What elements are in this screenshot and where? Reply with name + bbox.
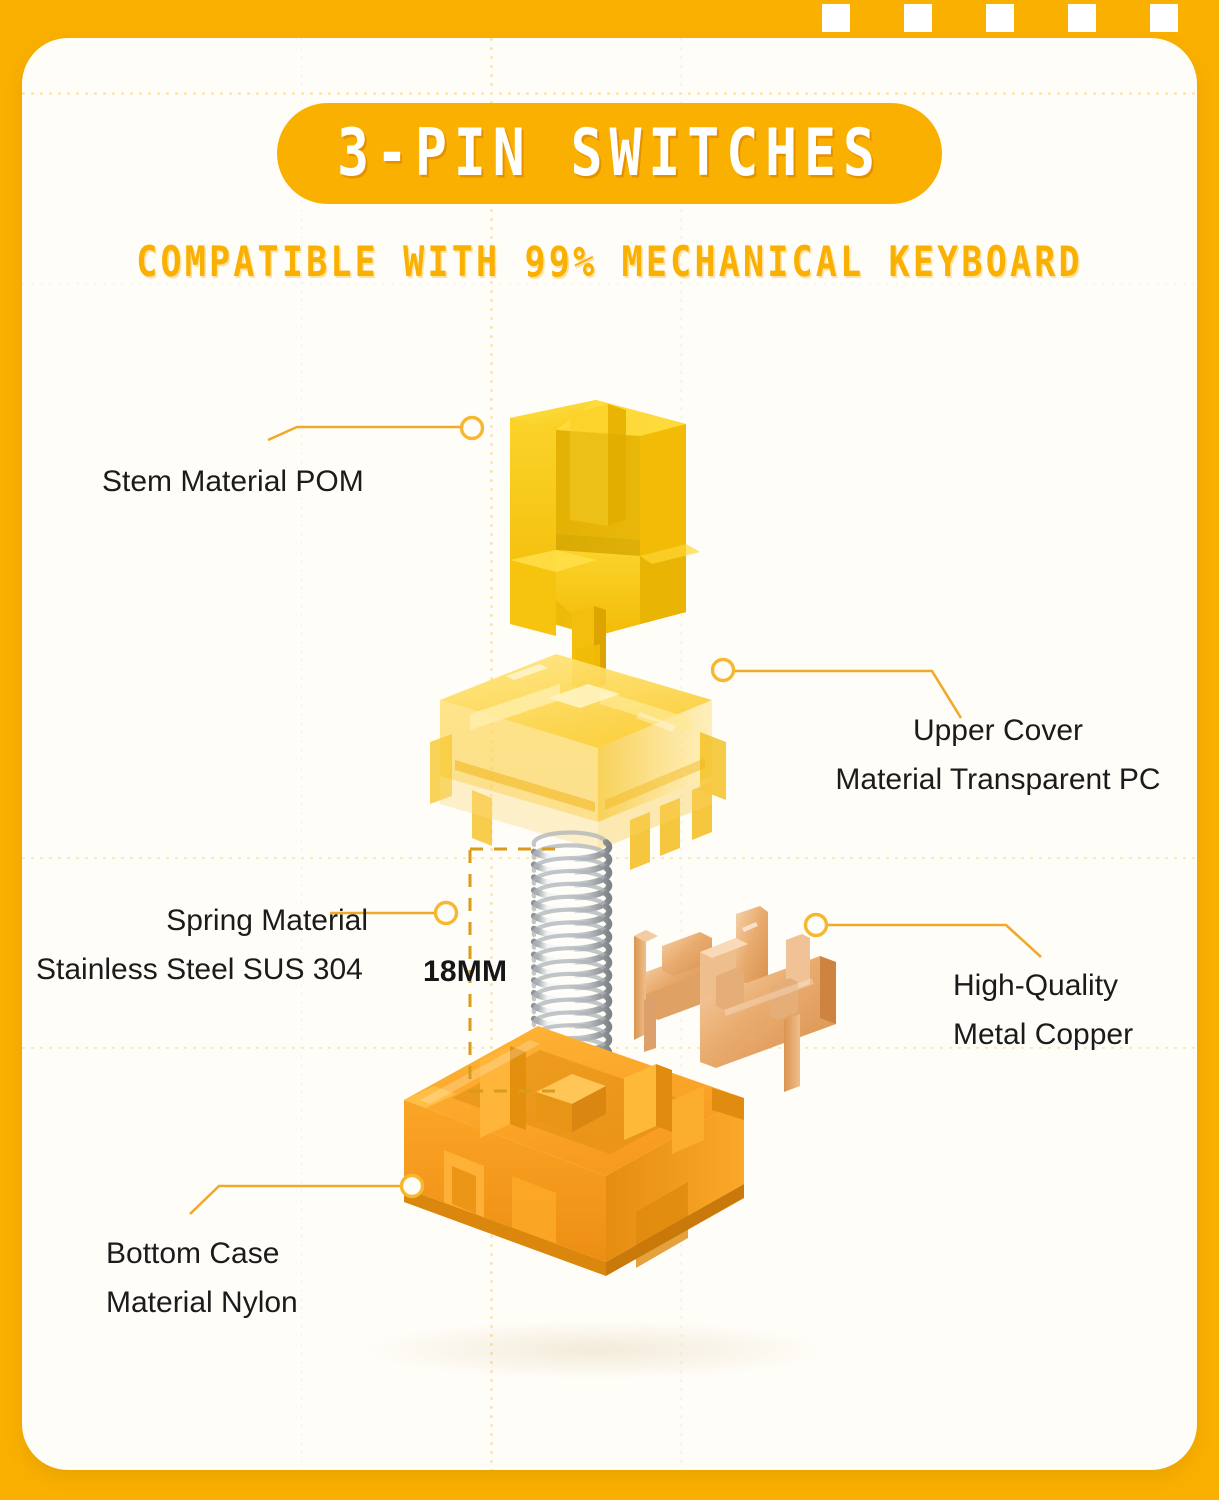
top-mark bbox=[1150, 4, 1178, 32]
callout-bottom-case: Bottom Case Material Nylon bbox=[106, 1230, 298, 1327]
top-mark bbox=[986, 4, 1014, 32]
callout-stem-line-1: Stem Material POM bbox=[102, 465, 364, 498]
callout-upper-cover-line-2: Material Transparent PC bbox=[835, 762, 1161, 796]
callout-bottom-case-line-2: Material Nylon bbox=[106, 1285, 298, 1319]
page-subtitle: COMPATIBLE WITH 99% MECHANICAL KEYBOARD bbox=[136, 239, 1083, 287]
callout-upper-cover-line-1: Upper Cover bbox=[912, 714, 1084, 747]
callout-upper-cover: Upper Cover Material Transparent PC bbox=[803, 707, 1193, 804]
top-mark bbox=[1068, 4, 1096, 32]
assembly-ground-shadow bbox=[360, 1320, 830, 1380]
top-mark bbox=[904, 4, 932, 32]
callout-stem: Stem Material POM bbox=[102, 458, 364, 507]
callout-spring: Spring Material Stainless Steel SUS 304 bbox=[36, 897, 396, 994]
callout-spring-line-1: Spring Material bbox=[166, 904, 368, 937]
callout-copper: High-Quality Metal Copper bbox=[953, 962, 1133, 1059]
dimension-label-18mm: 18MM bbox=[423, 955, 508, 988]
callout-bottom-case-line-1: Bottom Case bbox=[106, 1237, 280, 1270]
top-mark bbox=[822, 4, 850, 32]
callout-spring-line-2: Stainless Steel SUS 304 bbox=[36, 952, 363, 986]
callout-copper-line-2: Metal Copper bbox=[953, 1017, 1134, 1051]
title-banner: 3-PIN SWITCHES bbox=[277, 103, 942, 204]
callout-copper-line-1: High-Quality bbox=[953, 969, 1119, 1002]
top-marks-strip bbox=[0, 4, 1219, 34]
page-title: 3-PIN SWITCHES bbox=[337, 116, 882, 191]
